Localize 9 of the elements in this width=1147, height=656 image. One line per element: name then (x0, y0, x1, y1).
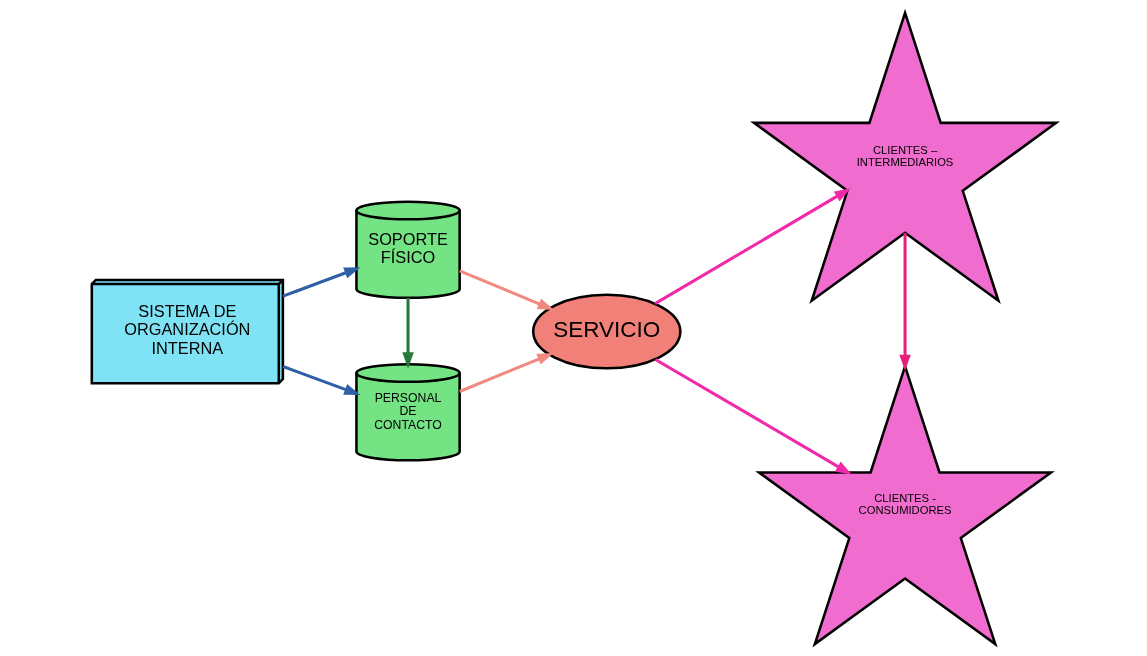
arrow (281, 364, 361, 395)
arrow (654, 357, 852, 475)
arrow (653, 187, 851, 305)
arrow (458, 352, 554, 393)
arrow (401, 297, 414, 369)
arrow (281, 266, 361, 298)
node-ellipse: SERVICIO (531, 293, 682, 370)
arrow (898, 232, 911, 371)
arrow (458, 268, 554, 310)
